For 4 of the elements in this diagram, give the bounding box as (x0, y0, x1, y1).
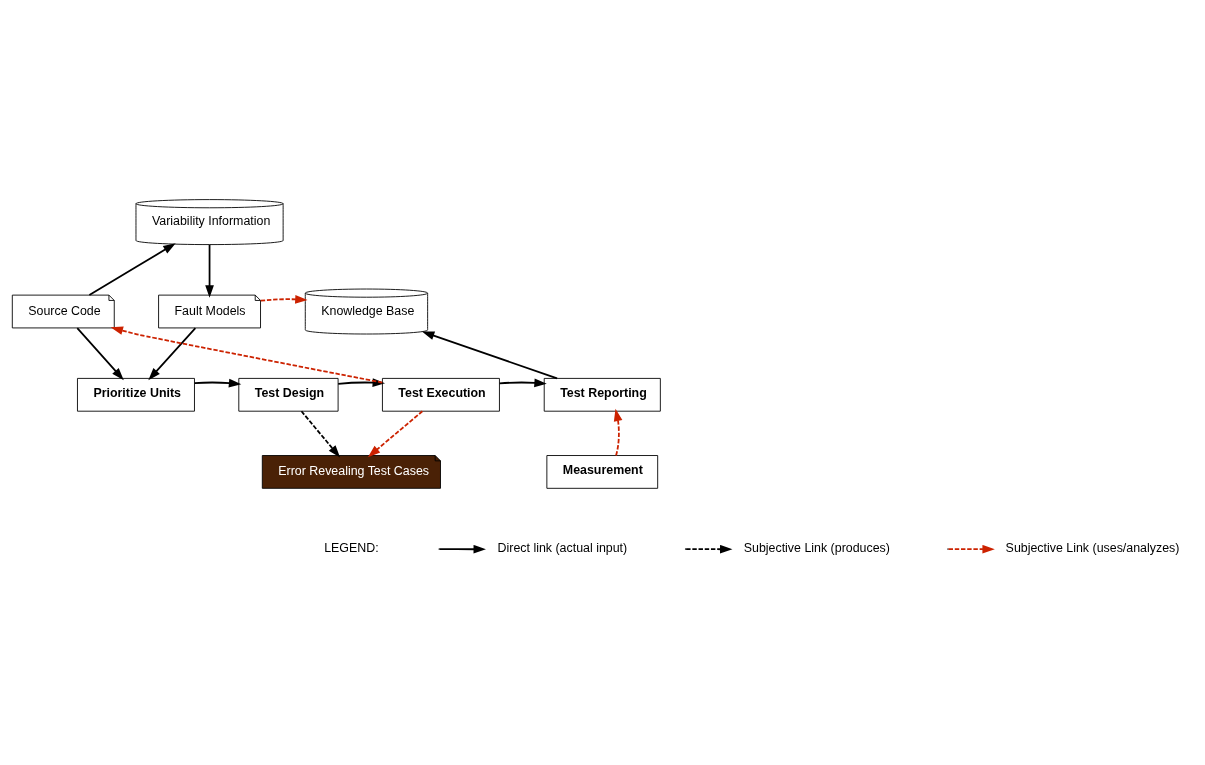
legend-label: Subjective Link (uses/analyzes) (1005, 541, 1180, 556)
legend-label: Subjective Link (produces) (743, 541, 890, 556)
label: LEGEND: (324, 541, 379, 556)
legend-label: Direct link (actual input) (497, 541, 628, 556)
